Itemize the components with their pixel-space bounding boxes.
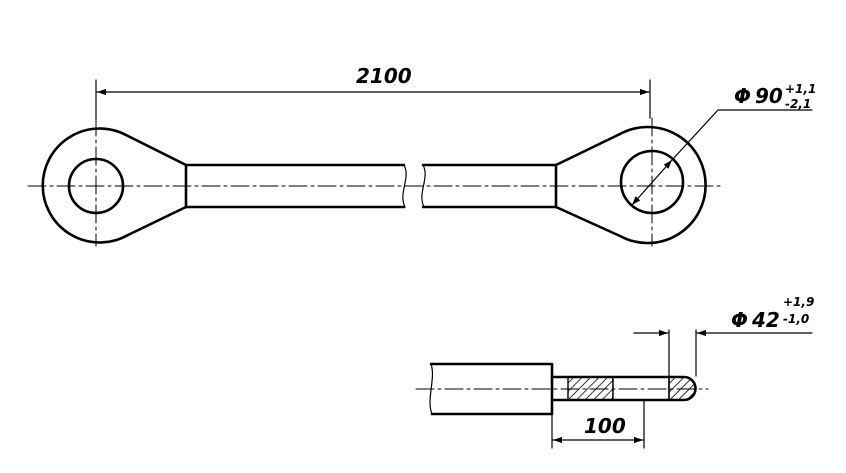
right-eye-outline: [554, 125, 707, 245]
rod-dia-upper-tolerance: +1,9: [783, 295, 814, 309]
eye-hole-leader: [671, 109, 719, 161]
break-left: [402, 164, 407, 208]
eye-hole-dim-line: [631, 159, 673, 206]
inner-rod-outline: [550, 375, 697, 402]
weld-length-value: 100: [584, 414, 626, 438]
rod-left-segment: [184, 163, 406, 209]
rod-dia-lower-tolerance: -1,0: [783, 312, 809, 326]
break-right: [421, 164, 426, 208]
eye-hole-upper-tolerance: +1,1: [785, 82, 816, 96]
detail-rod-body: [429, 362, 554, 416]
overall-length-value: 2100: [356, 64, 412, 88]
rod-right-segment: [421, 163, 558, 209]
eye-hole-lower-tolerance: -2,1: [785, 97, 811, 111]
